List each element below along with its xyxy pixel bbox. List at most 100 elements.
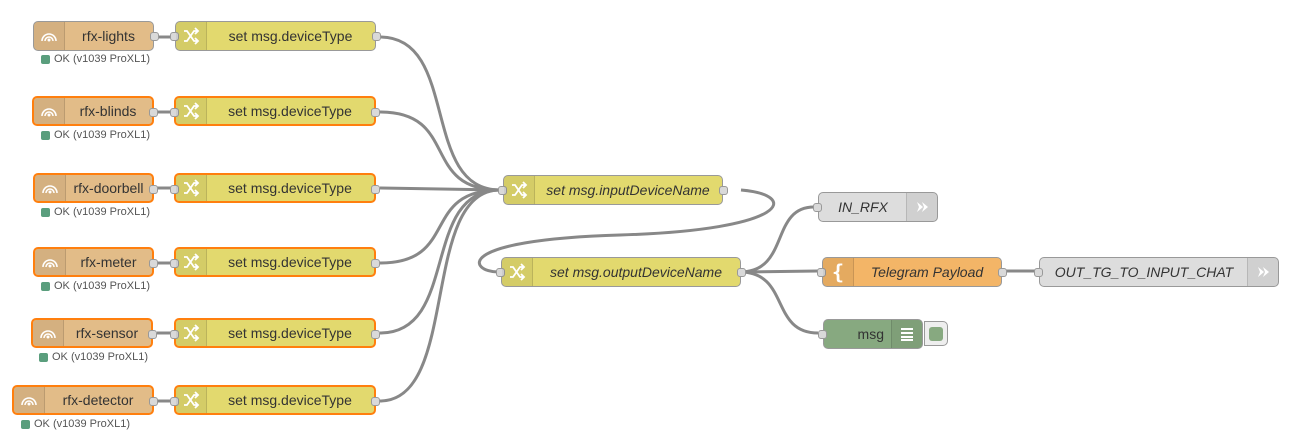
status-dot <box>41 54 50 64</box>
rfx-sensor-node[interactable]: rfx-sensor <box>31 318 157 348</box>
wire <box>379 186 501 192</box>
input-port[interactable] <box>818 330 827 339</box>
node-status: OK (v1039 ProXL1) <box>39 351 148 363</box>
node-label: set msg.deviceType <box>228 28 353 44</box>
rfx-wave-icon <box>34 98 65 124</box>
input-port[interactable] <box>813 203 822 212</box>
link-out-tg-node[interactable]: OUT_TG_TO_INPUT_CHAT <box>1034 257 1279 287</box>
output-port[interactable] <box>371 330 380 339</box>
node-label: set msg.deviceType <box>228 103 352 119</box>
output-port[interactable] <box>371 397 380 406</box>
output-port[interactable] <box>149 185 158 194</box>
rfx-detector-node[interactable]: rfx-detector <box>12 385 158 415</box>
link-out-in-rfx-node[interactable]: IN_RFX <box>813 192 938 222</box>
output-port[interactable] <box>149 259 158 268</box>
set-input-device-name-node[interactable]: set msg.inputDeviceName <box>498 175 728 205</box>
input-port[interactable] <box>170 185 179 194</box>
shuffle-icon <box>504 176 535 204</box>
rfx-wave-icon <box>35 175 66 201</box>
output-port[interactable] <box>148 330 157 339</box>
input-port[interactable] <box>496 268 505 277</box>
input-port[interactable] <box>170 330 179 339</box>
set-output-device-name-node[interactable]: set msg.outputDeviceName <box>496 257 746 287</box>
link-out-icon <box>1247 258 1278 286</box>
node-label: set msg.deviceType <box>228 180 352 196</box>
node-status: OK (v1039 ProXL1) <box>41 280 150 292</box>
set-device-type-node[interactable]: set msg.deviceType <box>170 318 380 348</box>
wire <box>739 270 819 335</box>
node-label: rfx-blinds <box>79 103 137 119</box>
set-device-type-node[interactable]: set msg.deviceType <box>170 96 380 126</box>
node-label: rfx-doorbell <box>73 180 144 196</box>
node-status: OK (v1039 ProXL1) <box>21 418 130 430</box>
set-device-type-node[interactable]: set msg.deviceType <box>170 247 380 277</box>
status-text: OK (v1039 ProXL1) <box>54 129 150 141</box>
input-port[interactable] <box>817 268 826 277</box>
wire <box>379 188 501 265</box>
input-port[interactable] <box>170 108 179 117</box>
wire <box>477 188 776 274</box>
output-port[interactable] <box>371 259 380 268</box>
node-label: IN_RFX <box>838 199 888 215</box>
telegram-payload-node[interactable]: { Telegram Payload <box>817 257 1007 287</box>
node-label: set msg.deviceType <box>228 254 352 270</box>
node-label: rfx-detector <box>62 392 134 408</box>
output-port[interactable] <box>998 268 1007 277</box>
node-status: OK (v1039 ProXL1) <box>41 53 150 65</box>
output-port[interactable] <box>150 32 159 41</box>
node-label: rfx-lights <box>82 28 135 44</box>
shuffle-icon <box>176 249 207 275</box>
node-label: OUT_TG_TO_INPUT_CHAT <box>1054 264 1234 280</box>
output-port[interactable] <box>737 268 746 277</box>
debug-msg-node[interactable]: msg <box>818 319 923 349</box>
node-status: OK (v1039 ProXL1) <box>41 206 150 218</box>
node-label: rfx-sensor <box>75 325 139 341</box>
status-text: OK (v1039 ProXL1) <box>34 418 130 430</box>
wire <box>379 110 501 192</box>
rfx-wave-icon <box>14 387 45 413</box>
input-port[interactable] <box>1034 268 1043 277</box>
node-label: set msg.inputDeviceName <box>546 182 710 198</box>
shuffle-icon <box>502 258 533 286</box>
list-icon <box>891 320 922 348</box>
input-port[interactable] <box>170 397 179 406</box>
shuffle-icon <box>176 320 207 346</box>
rfx-wave-icon <box>35 249 66 275</box>
output-port[interactable] <box>149 397 158 406</box>
output-port[interactable] <box>372 32 381 41</box>
output-port[interactable] <box>149 108 158 117</box>
input-port[interactable] <box>498 186 507 195</box>
shuffle-icon <box>176 98 207 124</box>
rfx-blinds-node[interactable]: rfx-blinds <box>32 96 158 126</box>
output-port[interactable] <box>371 185 380 194</box>
output-port[interactable] <box>371 108 380 117</box>
node-status: OK (v1039 ProXL1) <box>41 129 150 141</box>
shuffle-icon <box>176 175 207 201</box>
node-label: Telegram Payload <box>870 264 984 280</box>
debug-toggle-button[interactable] <box>924 321 948 346</box>
rfx-lights-node[interactable]: rfx-lights <box>33 21 159 51</box>
wire <box>379 188 501 403</box>
wire <box>379 35 501 192</box>
shuffle-icon <box>176 22 207 50</box>
status-dot <box>41 207 50 217</box>
link-out-icon <box>906 193 937 221</box>
input-port[interactable] <box>170 259 179 268</box>
wire <box>739 205 815 274</box>
status-dot <box>41 281 50 291</box>
set-device-type-node[interactable]: set msg.deviceType <box>170 173 380 203</box>
input-port[interactable] <box>170 32 179 41</box>
status-text: OK (v1039 ProXL1) <box>54 280 150 292</box>
status-dot <box>39 352 48 362</box>
status-text: OK (v1039 ProXL1) <box>54 53 150 65</box>
node-label: msg <box>857 326 884 342</box>
set-device-type-node[interactable]: set msg.deviceType <box>170 385 380 415</box>
output-port[interactable] <box>719 186 728 195</box>
rfx-doorbell-node[interactable]: rfx-doorbell <box>33 173 158 203</box>
wire <box>379 188 501 335</box>
brace-icon: { <box>823 258 854 286</box>
rfx-meter-node[interactable]: rfx-meter <box>33 247 158 277</box>
node-label: rfx-meter <box>80 254 137 270</box>
set-device-type-node[interactable]: set msg.deviceType <box>170 21 381 51</box>
